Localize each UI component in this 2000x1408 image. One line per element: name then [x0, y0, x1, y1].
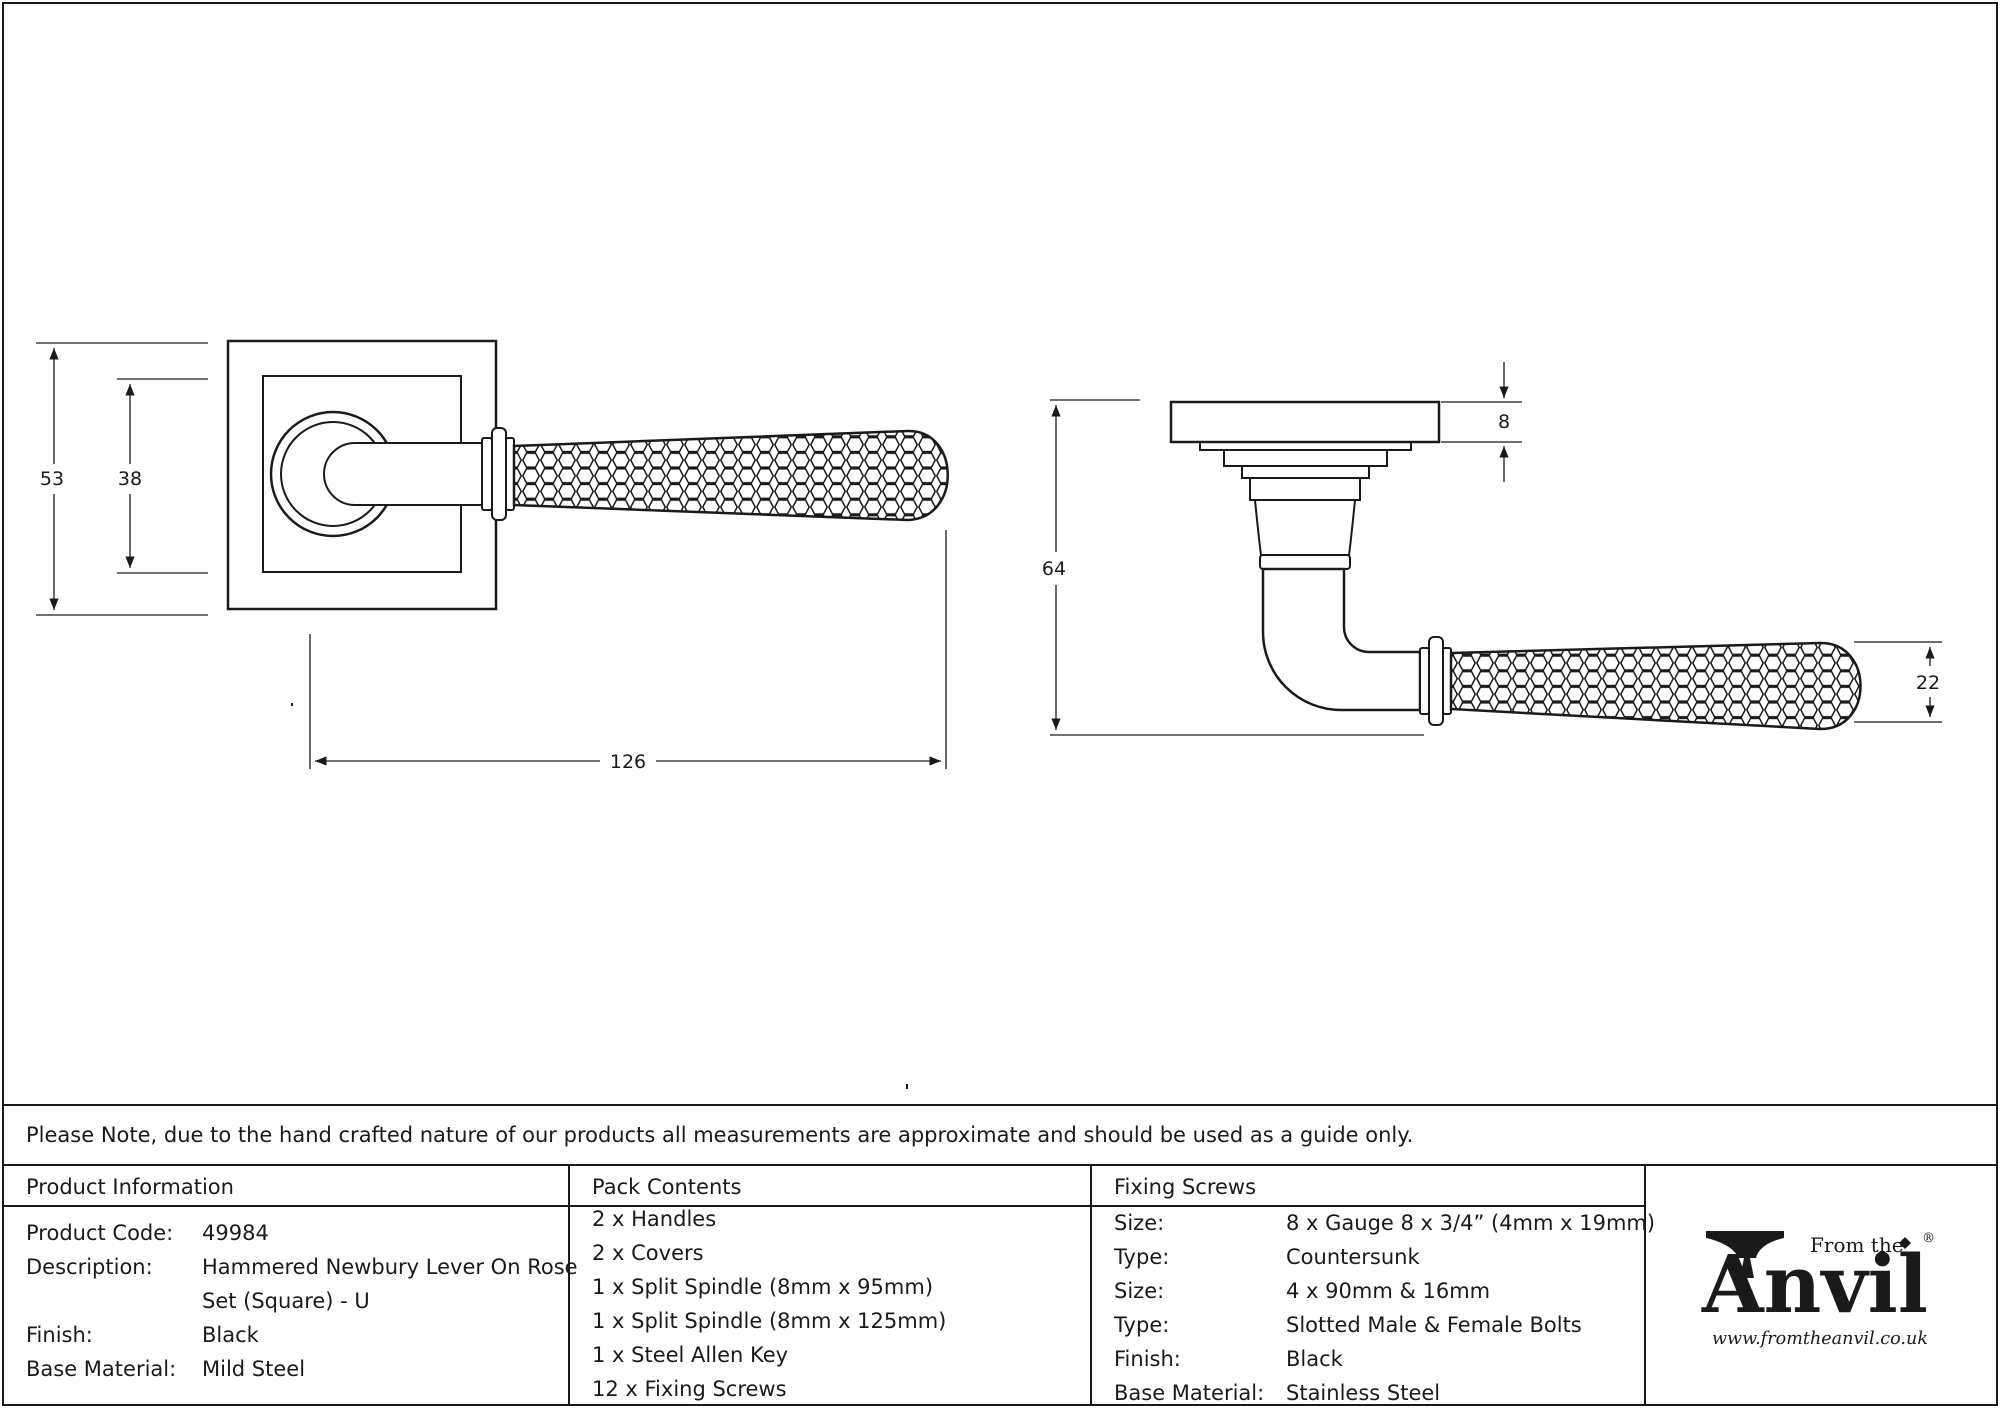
dim-height: 64: [1042, 558, 1066, 580]
dim-rose-outer: 53: [40, 468, 64, 490]
base-material-value: Mild Steel: [202, 1357, 306, 1381]
product-information-heading: Product Information: [4, 1166, 568, 1207]
brand-logo: From the ® Anvil www.fromtheanvil.co.uk: [1646, 1166, 1996, 1404]
logo-from-the: From the: [1810, 1233, 1904, 1257]
front-view: [226, 339, 949, 611]
pack-item: 1 x Split Spindle (8mm x 95mm): [592, 1275, 934, 1299]
finish-value: Black: [202, 1323, 259, 1347]
diamond-icon: [1899, 1237, 1911, 1249]
fixing-screws-heading: Fixing Screws: [1092, 1166, 1644, 1207]
pack-item: 2 x Handles: [592, 1207, 717, 1231]
side-lever-grip: [1449, 641, 1862, 731]
pack-item: 12 x Fixing Screws: [592, 1377, 787, 1401]
side-view: [1169, 400, 1862, 731]
fixing-screws-panel: Fixing Screws Size: 8 x Gauge 8 x 3/4” (…: [1092, 1166, 1655, 1405]
pack-contents-heading: Pack Contents: [570, 1166, 1090, 1207]
pack-item: 1 x Split Spindle (8mm x 125mm): [592, 1309, 947, 1333]
product-code-value: 49984: [202, 1221, 269, 1245]
dim-grip-diameter: 22: [1916, 672, 1940, 694]
anvil-icon: [1706, 1231, 1784, 1278]
registered-mark: ®: [1922, 1231, 1935, 1246]
pack-item: 1 x Steel Allen Key: [592, 1343, 789, 1367]
pack-contents-panel: Pack Contents 2 x Handles 2 x Covers 1 x…: [570, 1166, 1092, 1404]
logo-website: www.fromtheanvil.co.uk: [1712, 1328, 1928, 1349]
dim-rose-inner: 38: [118, 468, 142, 490]
description-value: Hammered Newbury Lever On Rose: [202, 1255, 578, 1279]
dim-length: 126: [610, 751, 646, 773]
description-value-line2: Set (Square) - U: [202, 1289, 370, 1313]
logo-anvil-wordmark: Anvil: [1701, 1237, 1928, 1331]
technical-drawing: 53 38 126 64 8 22: [36, 339, 1942, 1089]
dim-rose-thickness: 8: [1498, 411, 1510, 433]
front-lever-grip: [512, 429, 949, 522]
product-information-panel: Product Information Product Code: 49984 …: [4, 1166, 578, 1404]
disclaimer-note: Please Note, due to the hand crafted nat…: [4, 1104, 1996, 1166]
pack-item: 2 x Covers: [592, 1241, 704, 1265]
